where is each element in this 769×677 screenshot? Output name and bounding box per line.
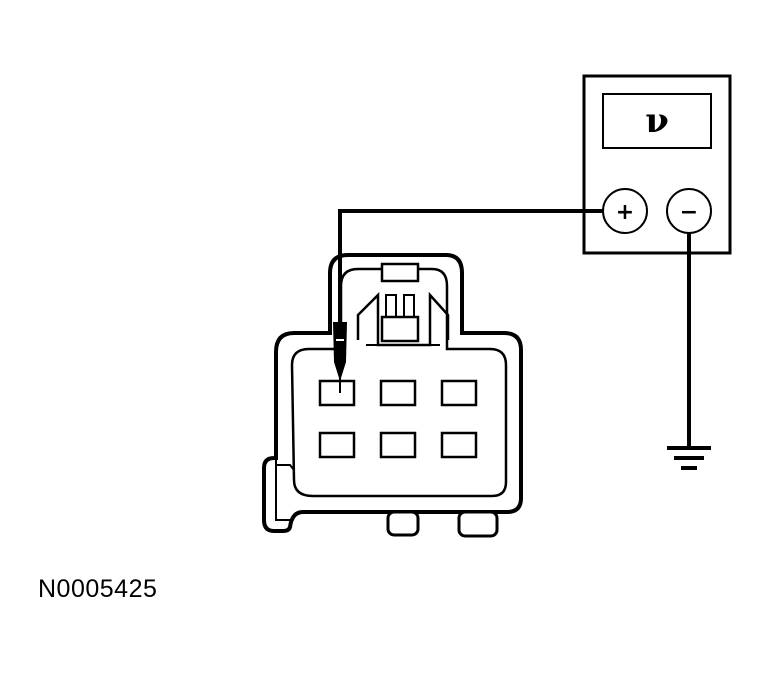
positive-terminal-label: + [616,200,634,225]
pin-cavity [379,431,417,459]
pin-cavity [440,379,478,407]
test-probe [333,322,347,393]
meter-display [602,93,712,149]
latch-button [380,315,420,343]
connector-housing-outer [262,253,523,533]
pin-cavity [440,431,478,459]
pin-cavity [318,431,356,459]
ground-icon [667,446,711,470]
connector-tab [386,510,420,537]
meter-display-symbol: ν [645,101,669,141]
latch-frame [356,291,450,347]
connector-tab [457,510,499,538]
latch-slot [403,294,415,318]
latch-top [380,262,420,283]
pin-cavity [318,379,356,407]
negative-terminal-label: − [680,200,698,225]
connector [262,253,523,538]
figure-id: N0005425 [38,575,158,603]
positive-lead-wire [338,209,603,322]
latch-slot [385,294,397,318]
pin-cavity [379,379,417,407]
connector-pins [318,379,478,459]
multimeter: ν + − [582,74,732,255]
